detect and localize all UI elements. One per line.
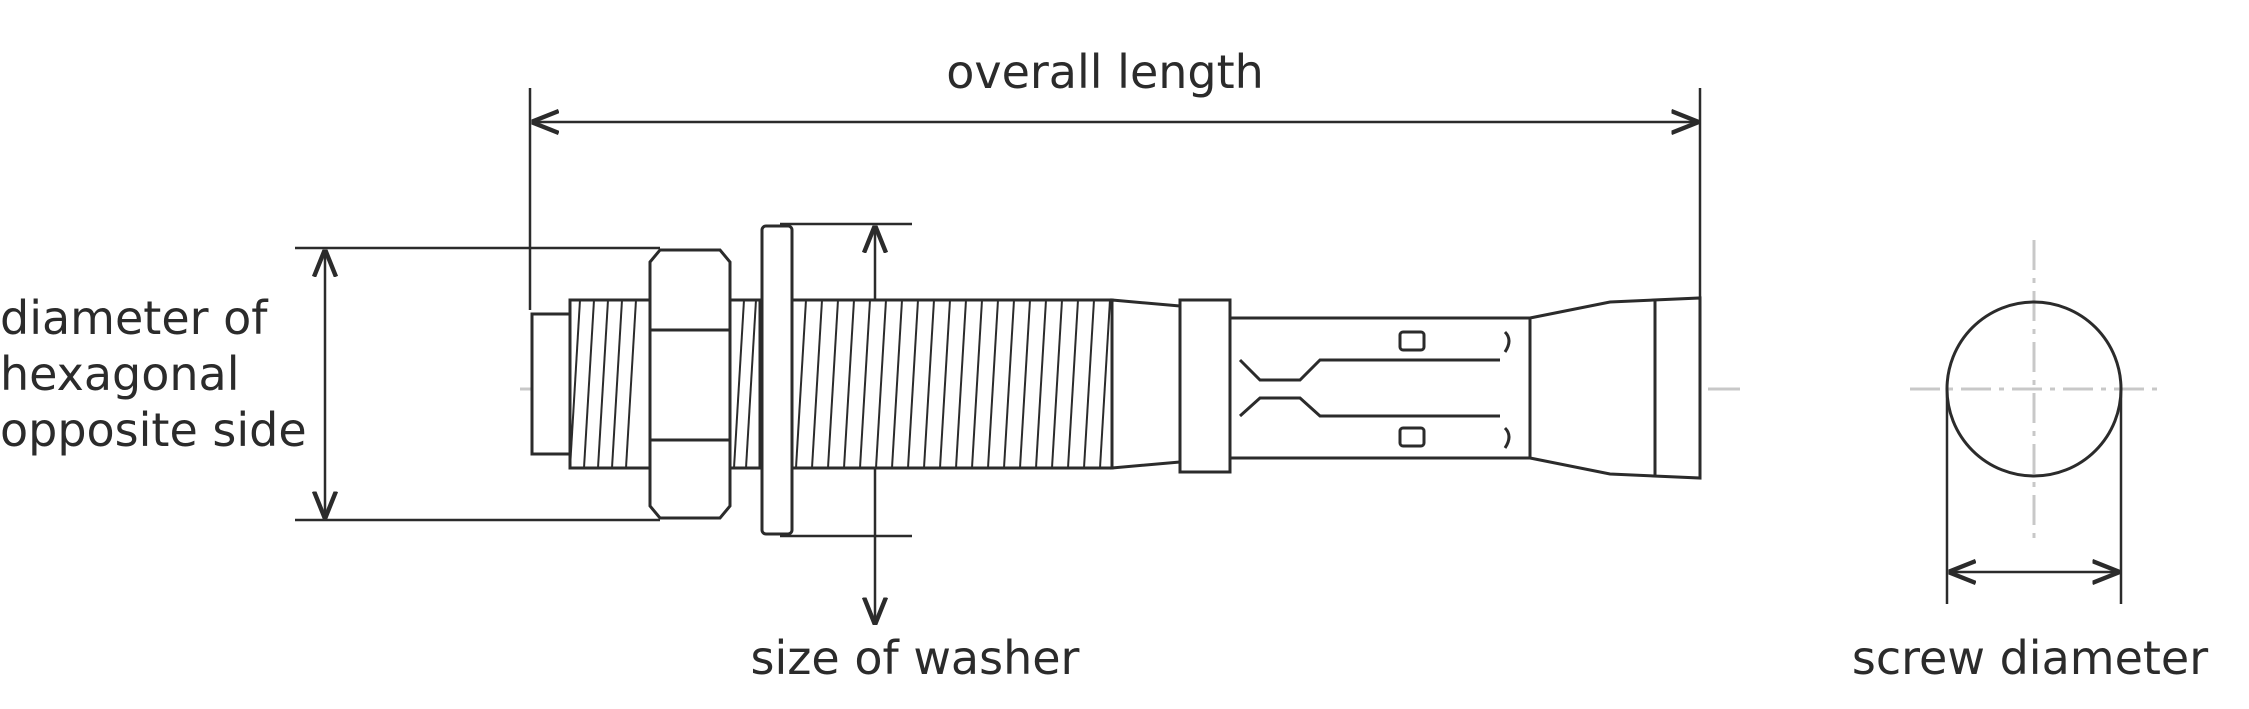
- overall-length-label: overall length: [946, 45, 1264, 99]
- anchor-bolt: [530, 224, 1702, 536]
- screw-diameter-label: screw diameter: [1851, 631, 2209, 685]
- overall-length-dimension: [528, 88, 1702, 310]
- washer-size-label: size of washer: [750, 631, 1080, 685]
- hexagon-diameter-label: diameter of hexagonal opposite side: [0, 290, 307, 458]
- hexagon-label-line-2: hexagonal: [0, 347, 240, 401]
- hexagon-label-line-1: diameter of: [0, 291, 268, 345]
- hexagon-dimension: [295, 246, 660, 522]
- screw-diameter-dimension: [1945, 389, 2123, 604]
- hexagon-label-line-3: opposite side: [0, 403, 307, 457]
- sleeve-slots: [1238, 330, 1511, 449]
- thread-lines: [569, 299, 1111, 469]
